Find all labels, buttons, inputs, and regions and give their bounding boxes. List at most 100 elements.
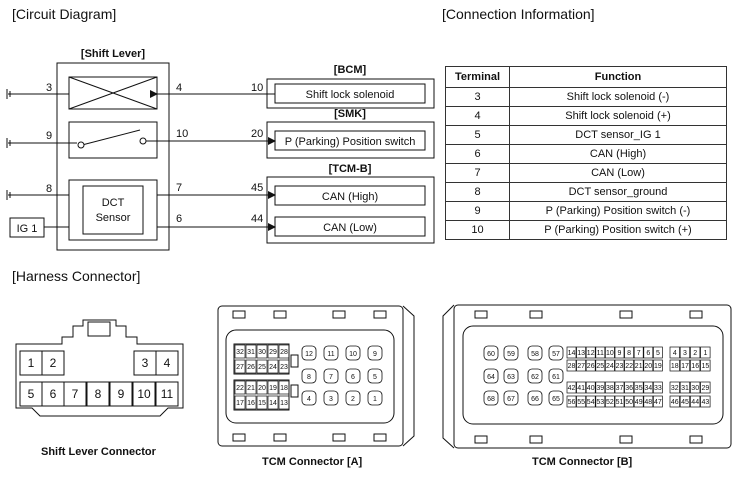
tcm-b-pin-label: 23 — [616, 363, 624, 370]
round-pin-label: 2 — [351, 396, 355, 403]
round-pin — [527, 345, 543, 361]
terminal-cell: 8 — [445, 182, 510, 202]
tcm-a-pin-label: 18 — [280, 385, 288, 392]
pin-cell — [700, 395, 711, 408]
terminal-cell: 6 — [445, 144, 510, 164]
pin-cell — [256, 344, 268, 359]
pin-cell — [669, 346, 680, 359]
dct-sensor-outer-box — [68, 179, 158, 241]
pin-cell — [595, 395, 606, 408]
tcm-b-pin-label: 8 — [627, 350, 631, 357]
circuit-diagram-heading: [Circuit Diagram] — [12, 6, 117, 22]
tcm-b-pin-label: 27 — [577, 363, 585, 370]
table-header-row: Terminal Function — [445, 66, 727, 88]
round-pin-label: 57 — [552, 351, 560, 358]
tcm-b-pin-label: 39 — [596, 385, 604, 392]
pin-cell — [679, 346, 691, 359]
pin-cell — [624, 346, 634, 359]
tcm-a-pin-label: 14 — [269, 400, 277, 407]
tcm-b-pin-label: 16 — [691, 363, 699, 370]
round-pin — [527, 390, 543, 406]
tcm-a-pin-label: 25 — [258, 364, 266, 371]
smk-pin: 20 — [251, 128, 263, 140]
tcm-b-pin-label: 45 — [681, 399, 689, 406]
tcm-a-pin-label: 13 — [280, 400, 288, 407]
round-pin — [345, 390, 361, 406]
position-switch-box — [68, 121, 158, 159]
pin-cell — [585, 395, 596, 408]
round-pin — [367, 368, 383, 384]
tcm-b-pin-label: 52 — [606, 399, 614, 406]
tcm-a-pin-label: 21 — [247, 385, 255, 392]
shift-lever-pin-label: 8 — [95, 387, 102, 401]
pin-cell — [585, 346, 596, 359]
pin-cell — [690, 359, 701, 372]
pin-cell — [690, 381, 701, 394]
dct-sensor-box — [82, 185, 144, 235]
round-pin-label: 8 — [307, 374, 311, 381]
function-cell: P (Parking) Position switch (+) — [509, 220, 727, 240]
tcm-b-pin-label: 48 — [644, 399, 652, 406]
round-pin — [483, 345, 499, 361]
terminal-cell: 4 — [445, 106, 510, 126]
pin-cell — [700, 359, 711, 372]
shift-lever-pin-label: 4 — [164, 356, 171, 370]
function-cell: CAN (Low) — [509, 163, 727, 183]
round-pin — [345, 345, 361, 361]
tcm-b-pin-label: 14 — [568, 350, 576, 357]
dct-sensor-label-line2: Sensor — [96, 212, 131, 224]
tcm-connector-a — [217, 305, 415, 447]
pin-cell — [669, 381, 680, 394]
pin-cell — [653, 395, 663, 408]
shift-lever-pin-label: 5 — [28, 387, 35, 401]
tcm-b-pin-label: 34 — [644, 385, 652, 392]
round-pin — [301, 345, 317, 361]
pin-cell — [633, 395, 644, 408]
round-pin — [503, 345, 519, 361]
tcm-connector-b-caption: TCM Connector [B] — [532, 456, 633, 468]
tcm-b-pin-label: 6 — [646, 350, 650, 357]
round-pin — [503, 390, 519, 406]
pin-cell — [633, 346, 644, 359]
round-pin — [548, 345, 564, 361]
shift-lever-pin-label: 3 — [142, 356, 149, 370]
pin-cell — [245, 380, 257, 395]
pin-cell — [700, 381, 711, 394]
round-pin — [367, 345, 383, 361]
round-pin-label: 58 — [531, 351, 539, 358]
function-cell: DCT sensor_IG 1 — [509, 125, 727, 145]
round-pin — [548, 390, 564, 406]
tcm-b-pin-label: 36 — [625, 385, 633, 392]
tcm-b-pin-label: 55 — [577, 399, 585, 406]
dct-sensor-label-line1: DCT — [102, 197, 125, 209]
pin-cell — [585, 359, 596, 372]
harness-connector-heading: [Harness Connector] — [12, 268, 141, 284]
tcm-a-pin-label: 27 — [236, 364, 244, 371]
shift-lever-pin-label: 9 — [118, 387, 125, 401]
tcm-b-pin-label: 22 — [625, 363, 633, 370]
pin-cell — [566, 381, 577, 394]
ig1-label: IG 1 — [17, 223, 38, 235]
shift-lever-pin-label: 10 — [137, 387, 151, 401]
pin-label-10: 10 — [176, 128, 188, 140]
tcmb-title: [TCM-B] — [329, 163, 372, 175]
tcm-a-pin-label: 22 — [236, 385, 244, 392]
terminal-cell: 7 — [445, 163, 510, 183]
tcm-b-pin-label: 4 — [673, 350, 677, 357]
pin-cell — [234, 344, 246, 359]
tcm-b-pin-label: 10 — [606, 350, 614, 357]
round-pin-label: 59 — [507, 351, 515, 358]
tcm-b-pin-label: 29 — [702, 385, 710, 392]
tcm-connector-a-caption: TCM Connector [A] — [262, 456, 363, 468]
pin-cell — [614, 346, 625, 359]
tcm-a-pin-label: 32 — [236, 349, 244, 356]
tcm-b-pin-label: 2 — [693, 350, 697, 357]
tcm-b-pin-label: 43 — [702, 399, 710, 406]
pin-cell — [278, 380, 290, 395]
